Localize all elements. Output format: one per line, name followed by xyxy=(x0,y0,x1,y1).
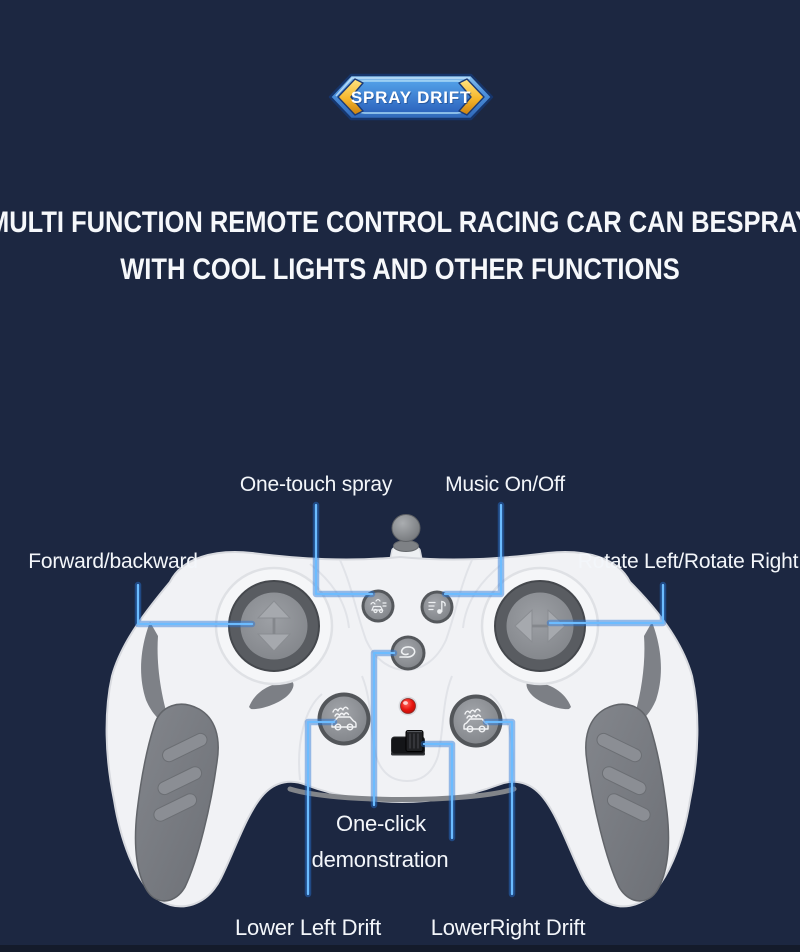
spray-drift-badge: SPRAY DRIFT SPRAY DRIFT xyxy=(328,70,494,124)
badge-left-chevron-icon xyxy=(337,78,364,116)
loop-icon xyxy=(399,646,416,658)
label-rotate: Rotate Left/Rotate Right xyxy=(577,550,799,573)
spray-car-icon xyxy=(370,598,387,614)
left-wing-accent xyxy=(249,681,294,710)
bottom-strip xyxy=(0,945,800,952)
line-lower-left-drift xyxy=(306,720,336,896)
badge-right-chevron-icon xyxy=(458,78,485,116)
right-grip-pad xyxy=(585,703,670,902)
dpad-rotate xyxy=(480,566,600,686)
line-forward-backward xyxy=(136,583,254,626)
lower-left-drift-button xyxy=(317,692,371,746)
label-lower-right-drift: LowerRight Drift xyxy=(430,915,586,940)
left-grip-pad xyxy=(134,703,219,902)
right-grip-ridges xyxy=(596,732,651,822)
label-music-on-off: Music On/Off xyxy=(445,473,565,496)
label-one-touch-spray: One-touch spray xyxy=(239,473,393,496)
music-on-off-button xyxy=(420,590,454,624)
line-switch xyxy=(422,742,454,840)
lower-right-drift-button xyxy=(449,694,503,748)
line-music xyxy=(443,503,503,596)
callout-lines xyxy=(134,501,667,898)
right-wing-accent xyxy=(526,681,571,710)
music-note-icon xyxy=(428,600,446,614)
dpad-forward-backward xyxy=(214,566,334,686)
bottom-rim xyxy=(287,786,517,802)
one-touch-spray-button xyxy=(361,589,395,623)
headline-line-1: MULTI FUNCTION REMOTE CONTROL RACING CAR… xyxy=(0,206,800,239)
right-side-accent xyxy=(631,622,661,727)
label-forward-backward: Forward/backward xyxy=(28,550,198,573)
one-click-demo-button xyxy=(390,635,426,671)
controller xyxy=(105,514,699,908)
badge-bevel-highlight xyxy=(335,77,470,97)
power-slide-switch xyxy=(391,730,425,756)
label-lower-left-drift: Lower Left Drift xyxy=(235,915,381,940)
up-down-arrows-icon xyxy=(256,600,292,652)
left-grip-ridges xyxy=(153,732,208,822)
line-rotate xyxy=(548,583,665,625)
label-demonstration: demonstration xyxy=(311,847,449,872)
left-right-arrows-icon xyxy=(514,608,566,644)
left-side-accent xyxy=(141,622,171,727)
badge-label-shadow: SPRAY DRIFT xyxy=(352,89,472,108)
headline-line-2: WITH COOL LIGHTS AND OTHER FUNCTIONS xyxy=(120,253,680,286)
label-one-click: One-click xyxy=(336,811,426,836)
line-one-touch-spray xyxy=(314,503,374,596)
badge-label: SPRAY DRIFT xyxy=(351,88,471,107)
badge-art: SPRAY DRIFT SPRAY DRIFT xyxy=(328,73,494,121)
line-lower-right-drift xyxy=(484,720,514,896)
red-led-indicator xyxy=(398,696,418,716)
line-one-click-demo xyxy=(372,651,396,807)
